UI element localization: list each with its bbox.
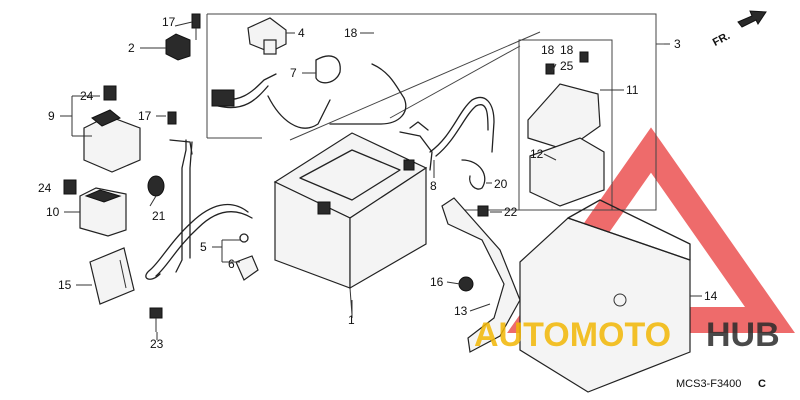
callout-18c: 18 bbox=[560, 43, 574, 57]
callout-11: 11 bbox=[626, 83, 639, 97]
callout-9: 9 bbox=[48, 109, 55, 123]
callout-16: 16 bbox=[430, 275, 444, 289]
callout-15: 15 bbox=[58, 278, 72, 292]
assembly-boundary bbox=[206, 13, 670, 211]
positive-cable bbox=[399, 96, 495, 171]
callout-7: 7 bbox=[290, 66, 297, 80]
callout-1: 1 bbox=[348, 313, 355, 327]
callout-18b: 18 bbox=[541, 43, 555, 57]
diagram-revision: C bbox=[758, 378, 766, 390]
fuse-box bbox=[527, 51, 605, 207]
callout-21: 21 bbox=[152, 209, 166, 223]
front-direction-indicator bbox=[737, 10, 767, 28]
clamp-21 bbox=[147, 175, 165, 197]
negative-cable bbox=[145, 139, 253, 280]
callout-4: 4 bbox=[298, 26, 305, 40]
relay-cover bbox=[79, 187, 127, 237]
callout-14: 14 bbox=[704, 289, 718, 303]
callout-17a: 17 bbox=[162, 15, 176, 29]
callout-22: 22 bbox=[504, 205, 518, 219]
battery bbox=[273, 132, 428, 316]
starter-relay bbox=[63, 85, 141, 195]
side-bracket bbox=[441, 197, 521, 353]
diagram-code: MCS3-F3400 bbox=[676, 378, 741, 390]
callout-23: 23 bbox=[150, 337, 164, 351]
bolt-23 bbox=[149, 307, 163, 332]
band-20 bbox=[461, 159, 486, 190]
callout-18a: 18 bbox=[344, 26, 358, 40]
clip-and-bolt bbox=[165, 13, 201, 125]
callout-24a: 24 bbox=[80, 89, 94, 103]
terminal-6 bbox=[235, 255, 259, 281]
watermark-text: AUTOMOTO HUB bbox=[474, 316, 780, 354]
callout-24b: 24 bbox=[38, 181, 52, 195]
callout-6: 6 bbox=[228, 257, 235, 271]
watermark-brand-hub: HUB bbox=[706, 316, 780, 354]
callout-20: 20 bbox=[494, 177, 508, 191]
callout-10: 10 bbox=[46, 205, 60, 219]
callout-5: 5 bbox=[200, 240, 207, 254]
relay-bracket bbox=[89, 247, 135, 305]
battery-tray bbox=[519, 199, 691, 393]
callout-2: 2 bbox=[128, 41, 135, 55]
callouts: 1 2 3 4 5 6 7 8 9 10 11 12 13 14 15 16 1… bbox=[38, 15, 718, 351]
callout-17b: 17 bbox=[138, 109, 152, 123]
terminal-cap bbox=[247, 17, 287, 55]
leader-lines bbox=[60, 21, 702, 340]
wire-harness bbox=[211, 55, 407, 129]
watermark-brand-main: AUTOMOTO bbox=[474, 316, 671, 354]
callout-13: 13 bbox=[454, 304, 468, 318]
callout-12: 12 bbox=[530, 147, 544, 161]
front-label: FR. bbox=[711, 30, 732, 49]
callout-8: 8 bbox=[430, 179, 437, 193]
callout-25: 25 bbox=[560, 59, 574, 73]
callout-3: 3 bbox=[674, 37, 681, 51]
